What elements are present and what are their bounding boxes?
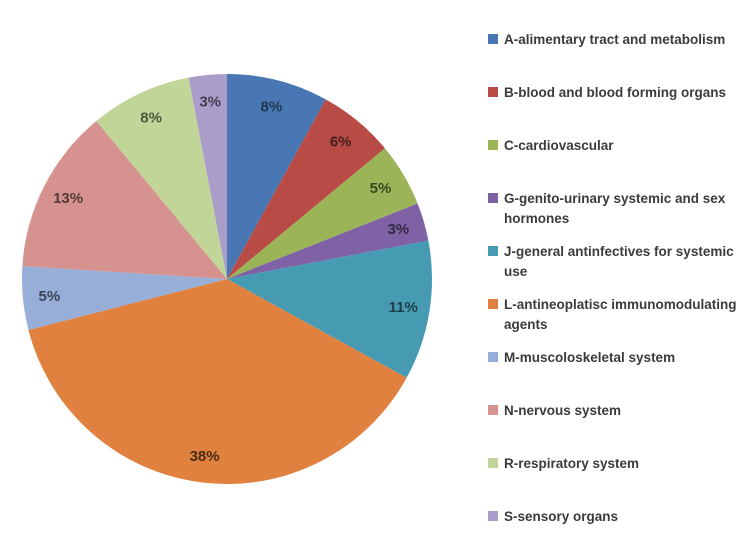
legend-label: N-nervous system bbox=[504, 403, 622, 418]
pie-slice bbox=[188, 74, 227, 279]
legend-item: G-genito-urinary systemic and sex hormon… bbox=[488, 189, 750, 242]
pie-slice-label: 6% bbox=[330, 134, 352, 151]
pie-slice-label: 8% bbox=[140, 110, 162, 127]
legend-swatch bbox=[488, 34, 498, 44]
pie-slice-label: 5% bbox=[370, 180, 392, 197]
pie-slice-label: 5% bbox=[39, 288, 61, 305]
pie-slice-label: 8% bbox=[261, 98, 283, 115]
legend-item: L-antineoplatisc immunomodulating agents bbox=[488, 295, 750, 348]
legend-label: G-genito-urinary systemic and sex hormon… bbox=[504, 191, 726, 226]
pie-slice-label: 13% bbox=[53, 190, 83, 207]
legend-swatch bbox=[488, 246, 498, 256]
pie-slice bbox=[227, 148, 418, 279]
pie-slice bbox=[227, 240, 432, 378]
pie-slice bbox=[227, 74, 326, 279]
legend-label: M-muscoloskeletal system bbox=[504, 350, 676, 365]
pie-slice bbox=[227, 99, 385, 279]
pie-slice bbox=[227, 203, 429, 279]
legend-swatch bbox=[488, 193, 498, 203]
pie-slice bbox=[21, 266, 227, 330]
legend-item: J-general antinfectives for systemic use bbox=[488, 242, 750, 295]
pie-chart: 8% 6% 5% 3% 11% 38% 5% 13% 8% 3% bbox=[21, 74, 432, 484]
legend-label: L-antineoplatisc immunomodulating agents bbox=[504, 297, 737, 332]
legend-swatch bbox=[488, 511, 498, 521]
legend-item: A-alimentary tract and metabolism bbox=[488, 30, 750, 83]
legend-swatch bbox=[488, 299, 498, 309]
legend-item: N-nervous system bbox=[488, 401, 750, 454]
legend-item: R-respiratory system bbox=[488, 454, 750, 507]
pie-chart-area: 8% 6% 5% 3% 11% 38% 5% 13% 8% 3% bbox=[21, 74, 432, 484]
legend-swatch bbox=[488, 352, 498, 362]
legend-label: S-sensory organs bbox=[504, 509, 619, 524]
legend-item: M-muscoloskeletal system bbox=[488, 348, 750, 401]
legend-swatch bbox=[488, 405, 498, 415]
legend-item: S-sensory organs bbox=[488, 507, 750, 551]
pie-slice bbox=[22, 121, 228, 279]
legend-item: C-cardiovascular bbox=[488, 136, 750, 189]
legend-label: R-respiratory system bbox=[504, 456, 640, 471]
legend-swatch bbox=[488, 87, 498, 97]
pie-slice-label: 3% bbox=[199, 93, 221, 110]
chart-legend: A-alimentary tract and metabolism B-bloo… bbox=[488, 30, 750, 551]
legend-label: J-general antinfectives for systemic use bbox=[504, 244, 734, 279]
pie-slice bbox=[28, 279, 407, 484]
pie-slice-label: 38% bbox=[190, 448, 220, 465]
pie-slice bbox=[96, 77, 227, 279]
legend-swatch bbox=[488, 140, 498, 150]
pie-slice-label: 3% bbox=[387, 221, 409, 238]
legend-label: B-blood and blood forming organs bbox=[504, 85, 726, 100]
legend-item: B-blood and blood forming organs bbox=[488, 83, 750, 136]
pie-slice-label: 11% bbox=[389, 299, 418, 316]
legend-label: A-alimentary tract and metabolism bbox=[504, 32, 726, 47]
legend-swatch bbox=[488, 458, 498, 468]
legend-label: C-cardiovascular bbox=[504, 138, 614, 153]
